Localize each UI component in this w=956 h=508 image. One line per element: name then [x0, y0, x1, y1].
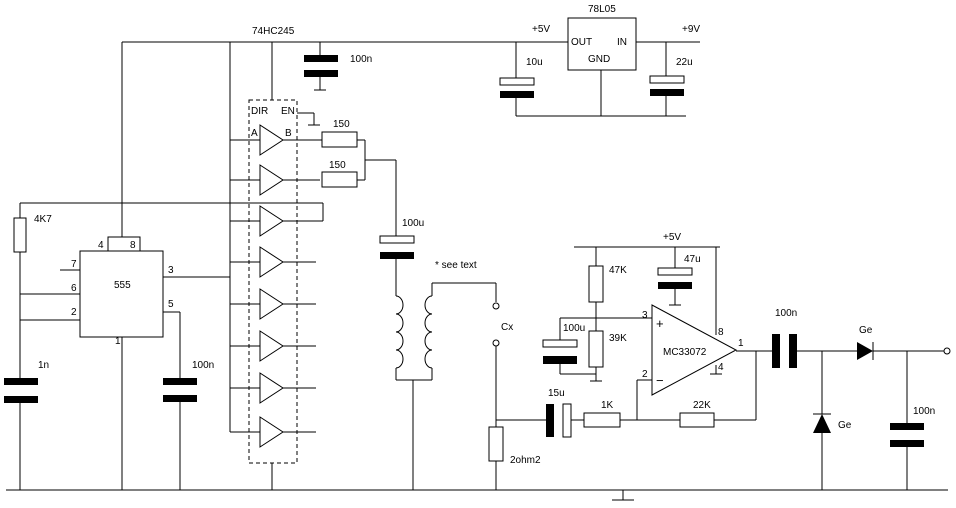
shunt-resistor: 2ohm2 — [488, 426, 541, 490]
opamp-pin4-label: 4 — [718, 362, 724, 373]
regulator-gnd-pin: GND — [588, 54, 610, 65]
output-resistor-1-label: 150 — [333, 119, 350, 130]
transformer: * see text — [395, 260, 497, 490]
filter-capacitor: 100n — [890, 351, 935, 490]
feedback-resistor: 22K — [636, 351, 757, 428]
output-resistor-2: 150 — [321, 140, 397, 236]
timer-pin1-label: 1 — [115, 336, 121, 347]
buffer-gate-7 — [230, 372, 316, 404]
opamp-minus-label: − — [656, 373, 664, 388]
timer-pin6-label: 6 — [71, 283, 77, 294]
timing-capacitor: 1n — [4, 360, 49, 490]
cx-label: Cx — [501, 322, 513, 333]
regulator-output-capacitor-label: 10u — [526, 57, 543, 68]
decoupling-capacitor: 100n — [304, 54, 372, 77]
opamp-plus-label: + — [656, 316, 664, 331]
output-terminal — [943, 347, 951, 355]
opamp-pin8-label: 8 — [718, 327, 724, 338]
buffer-gate-8 — [230, 416, 316, 448]
bias-resistor-47k: 47K — [588, 265, 627, 331]
en-pin-label: EN — [281, 106, 295, 117]
buffer-gate-6 — [230, 330, 316, 362]
timing-capacitor-label: 1n — [38, 360, 49, 371]
opamp-pin1-label: 1 — [738, 338, 744, 349]
buffer-gate-1 — [230, 124, 315, 156]
dir-pin-label: DIR — [251, 106, 268, 117]
output-coupling-capacitor-label: 100n — [775, 308, 797, 319]
series-capacitor: 100u — [379, 218, 424, 296]
input-resistor: 1K — [583, 400, 680, 428]
opamp-pin2-label: 2 — [642, 369, 648, 380]
decoupling-capacitor-label: 100n — [350, 54, 372, 65]
timer-pin3-label: 3 — [168, 265, 174, 276]
series-diode: Ge — [857, 325, 944, 360]
timer-chip-label: 555 — [114, 280, 131, 291]
regulator-input-capacitor: 22u — [649, 42, 693, 116]
supply-capacitor-47u-label: 47u — [684, 254, 701, 265]
timer-pin8-label: 8 — [130, 240, 136, 251]
output-resistor-2-label: 150 — [329, 160, 346, 171]
buffer-chip-label: 74HC245 — [252, 26, 295, 37]
regulator-in-pin: IN — [617, 37, 627, 48]
control-capacitor-label: 100n — [192, 360, 214, 371]
opamp-pin3-label: 3 — [642, 310, 648, 321]
input-coupling-capacitor: 15u — [496, 388, 584, 438]
regulator-output-capacitor: 10u — [499, 57, 543, 116]
supply-rail-5v — [121, 41, 568, 237]
supply-capacitor-47u: 47u — [657, 254, 701, 306]
filter-capacitor-label: 100n — [913, 406, 935, 417]
buffer-chip: 74HC245 DIR EN A B — [122, 26, 320, 464]
series-capacitor-label: 100u — [402, 218, 424, 229]
buffer-gate-4 — [230, 246, 316, 278]
opamp-supply: +5V — [574, 232, 720, 335]
timer-pin5-label: 5 — [168, 299, 174, 310]
regulator-input-capacitor-label: 22u — [676, 57, 693, 68]
series-diode-label: Ge — [859, 325, 873, 336]
input-resistor-label: 1K — [601, 400, 614, 411]
opamp-label: MC33072 — [663, 347, 707, 358]
cx-terminals: Cx — [492, 302, 513, 427]
timer-pin2-label: 2 — [71, 307, 77, 318]
output-resistor-1: 150 — [315, 119, 365, 148]
timer-pin7-label: 7 — [71, 259, 77, 270]
voltage-regulator: 78L05 OUT IN GND +5V +9V — [516, 4, 700, 117]
bias-resistor-47k-label: 47K — [609, 265, 627, 276]
timer-chip: 555 4 8 7 6 2 3 5 1 — [20, 236, 181, 490]
output-coupling-capacitor: 100n — [772, 308, 857, 368]
feedback-loop-wire — [19, 202, 324, 221]
regulator-label: 78L05 — [588, 4, 616, 15]
input-coupling-capacitor-label: 15u — [548, 388, 565, 399]
buffer-gate-3 — [230, 205, 323, 237]
feedback-resistor-label: 22K — [693, 400, 711, 411]
timer-pin4-label: 4 — [98, 240, 104, 251]
port-b-label: B — [285, 128, 292, 139]
regulator-out-pin: OUT — [571, 37, 592, 48]
buffer-gate-2 — [230, 164, 320, 196]
opamp-supply-label: +5V — [663, 232, 681, 243]
bias-capacitor-100u: 100u — [542, 317, 602, 382]
bias-resistor-39k: 39K — [588, 317, 652, 381]
port-a-label: A — [251, 128, 258, 139]
ground-rail — [6, 489, 948, 501]
plus5v-label: +5V — [532, 24, 550, 35]
timing-resistor-label: 4K7 — [34, 214, 52, 225]
buffer-gate-5 — [230, 288, 316, 320]
shunt-resistor-label: 2ohm2 — [510, 455, 541, 466]
see-text-note: * see text — [435, 260, 477, 271]
timing-resistor: 4K7 — [13, 214, 52, 378]
control-capacitor: 100n — [163, 360, 214, 490]
shunt-diode-label: Ge — [838, 420, 852, 431]
bias-resistor-39k-label: 39K — [609, 333, 627, 344]
plus9v-label: +9V — [682, 24, 700, 35]
bias-capacitor-100u-label: 100u — [563, 323, 585, 334]
shunt-diode: Ge — [813, 351, 852, 490]
opamp: MC33072 + − 3 2 8 4 1 — [642, 304, 772, 396]
